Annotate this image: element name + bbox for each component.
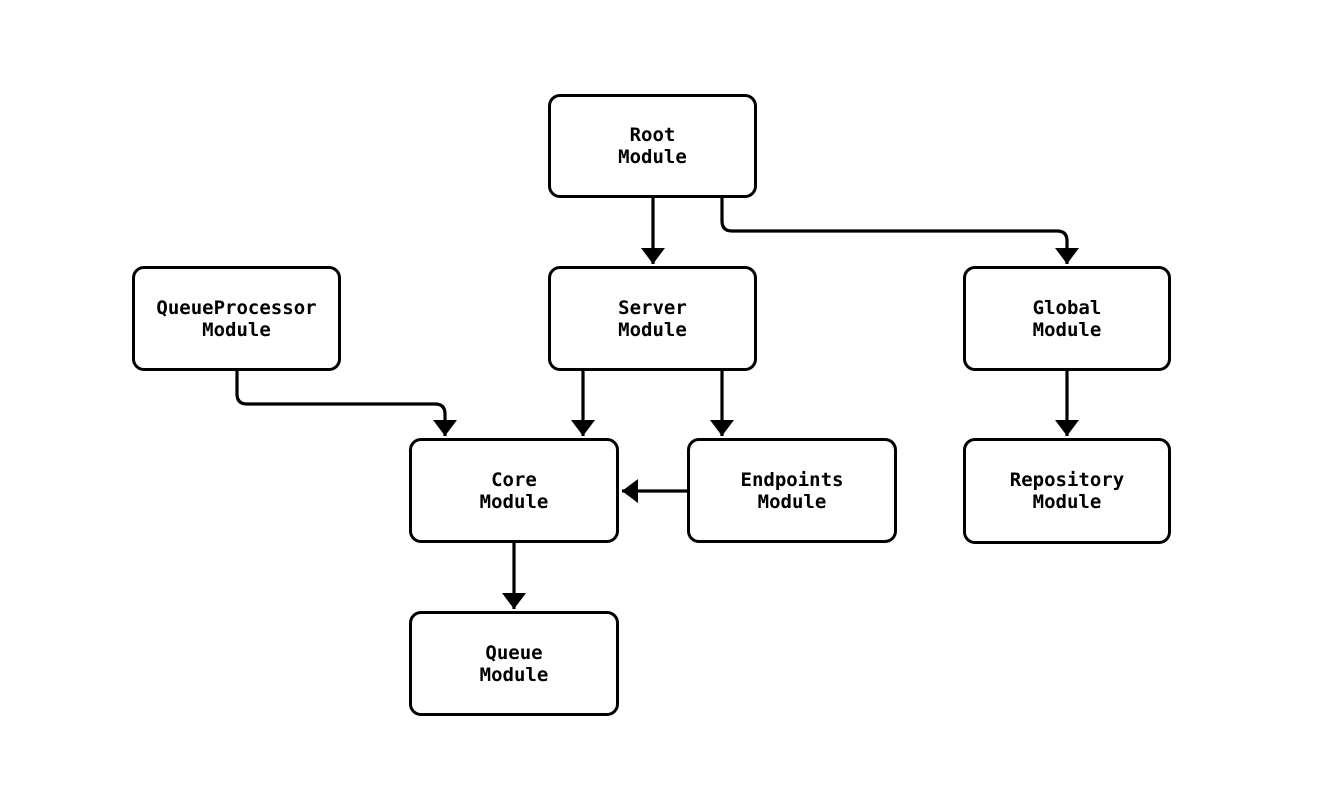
node-endpoints-module: Endpoints Module xyxy=(687,438,897,543)
node-endpoints-module-label: Endpoints Module xyxy=(740,468,844,513)
node-repository-module-label: Repository Module xyxy=(1009,469,1125,513)
node-queueprocessor-module-label: QueueProcessor Module xyxy=(156,296,317,341)
edge-queueprocessor-to-core xyxy=(235,371,457,436)
node-queueprocessor-module: QueueProcessor Module xyxy=(132,266,341,371)
node-queue-module-label: Queue Module xyxy=(479,641,549,686)
node-repository-module: Repository Module xyxy=(963,438,1171,544)
node-global-module-label: Global Module xyxy=(1032,296,1102,341)
node-root-module: Root Module xyxy=(548,94,757,198)
node-server-module: Server Module xyxy=(548,266,757,371)
node-global-module: Global Module xyxy=(963,266,1171,371)
node-queue-module: Queue Module xyxy=(409,611,619,716)
node-server-module-label: Server Module xyxy=(618,296,687,341)
edge-root-to-global xyxy=(720,198,1079,264)
node-core-module: Core Module xyxy=(409,438,619,543)
node-core-module-label: Core Module xyxy=(479,468,549,513)
node-root-module-label: Root Module xyxy=(618,124,687,168)
